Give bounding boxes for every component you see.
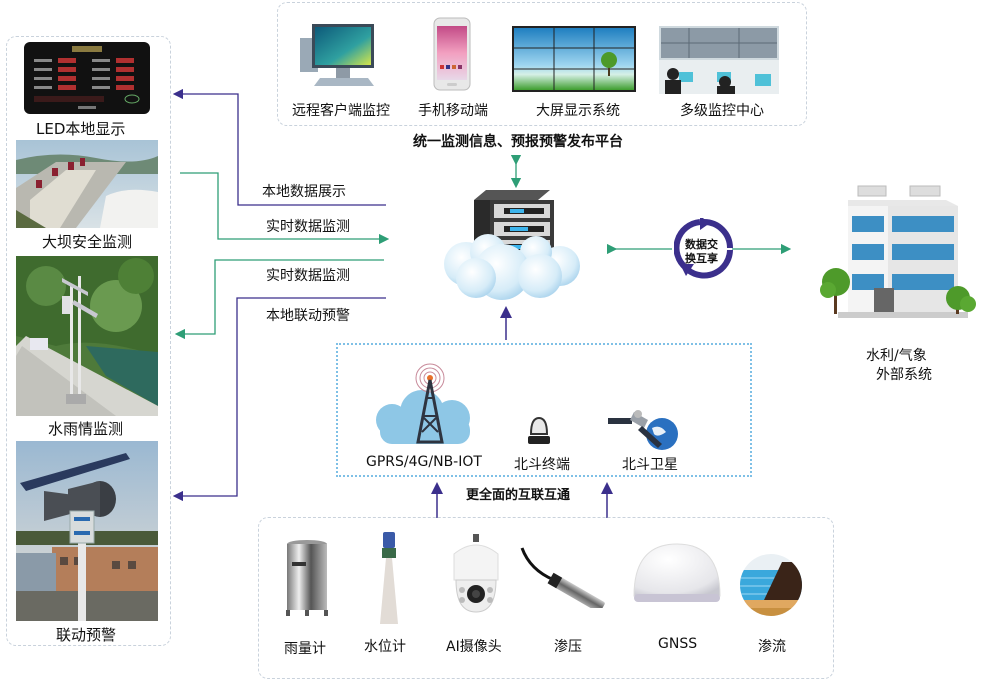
cell-tower-icon	[372, 362, 480, 450]
ai-camera-icon	[448, 534, 504, 614]
beidou-terminal-icon	[526, 414, 552, 446]
water-level-meter-icon	[374, 530, 404, 624]
exchange-label-line2: 换互享	[685, 252, 718, 265]
piezometer-icon	[520, 546, 612, 608]
flow-label-realtime-2: 实时数据监测	[266, 268, 350, 284]
warning-loudspeaker-icon	[16, 441, 158, 621]
sensor-label: 渗流	[758, 639, 786, 655]
office-building-icon	[818, 182, 978, 327]
network-item-label: 北斗卫星	[622, 457, 678, 473]
flow-realtime-2	[174, 259, 384, 340]
flow-local-display	[172, 88, 386, 206]
seepage-icon	[738, 552, 804, 618]
flow-label-local-display: 本地数据展示	[262, 184, 346, 200]
flow-label-linkage-warning: 本地联动预警	[266, 308, 350, 324]
flow-linkage-warning	[172, 297, 386, 502]
sensor-label: GNSS	[658, 636, 698, 652]
local-item-label: LED本地显示	[36, 120, 126, 138]
satellite-icon	[608, 404, 678, 452]
sensor-label: 水位计	[364, 639, 406, 655]
desktop-monitor-icon	[298, 20, 378, 90]
network-caption: 更全面的互联互通	[466, 488, 571, 503]
flow-label-realtime-1: 实时数据监测	[266, 219, 350, 235]
exchange-label-line1: 数据交	[685, 238, 718, 251]
platform-title: 统一监测信息、预报预警发布平台	[413, 134, 623, 150]
sensor-label: AI摄像头	[446, 639, 502, 655]
flow-realtime-1	[180, 172, 390, 245]
sensor-label: 雨量计	[284, 641, 326, 657]
control-center-icon	[659, 26, 779, 94]
platform-box	[277, 2, 807, 126]
led-display-icon	[24, 42, 150, 114]
network-item-label: 北斗终端	[514, 457, 570, 473]
local-item-label: 水雨情监测	[48, 420, 124, 438]
sensor-label: 渗压	[554, 639, 582, 655]
hydrology-station-icon	[16, 256, 158, 416]
network-box	[336, 343, 752, 477]
local-box	[6, 36, 171, 646]
rain-gauge-icon	[284, 538, 330, 618]
external-label-line2: 外部系统	[876, 367, 932, 383]
video-wall-icon	[512, 26, 636, 92]
platform-item-label: 手机移动端	[418, 103, 488, 119]
gnss-dome-icon	[630, 540, 724, 606]
local-item-label: 大坝安全监测	[42, 233, 133, 251]
local-item-label: 联动预警	[56, 626, 117, 644]
network-item-label: GPRS/4G/NB-IOT	[366, 454, 482, 470]
mobile-phone-icon	[432, 17, 472, 91]
platform-item-label: 多级监控中心	[680, 103, 764, 119]
external-label-line1: 水利/气象	[866, 348, 927, 364]
dam-photo-icon	[16, 140, 158, 228]
cycle-arrows-icon	[674, 218, 734, 280]
platform-item-label: 大屏显示系统	[536, 103, 620, 119]
cloud-server-icon	[440, 186, 585, 304]
platform-item-label: 远程客户端监控	[292, 103, 390, 119]
